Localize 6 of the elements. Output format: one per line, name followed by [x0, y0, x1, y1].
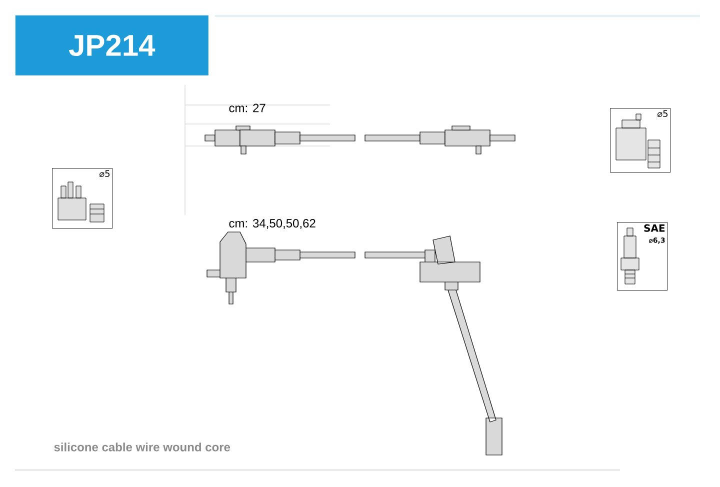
length-label: cm: 27 [229, 104, 266, 112]
caption: silicone cable wire wound core [54, 442, 230, 452]
icon-box: ⌀5 [610, 108, 671, 173]
title-banner: JP214 [15, 15, 208, 76]
length-label: cm: 34,50,50,62 [229, 219, 316, 229]
icon-box: ⌀5 [52, 168, 113, 229]
